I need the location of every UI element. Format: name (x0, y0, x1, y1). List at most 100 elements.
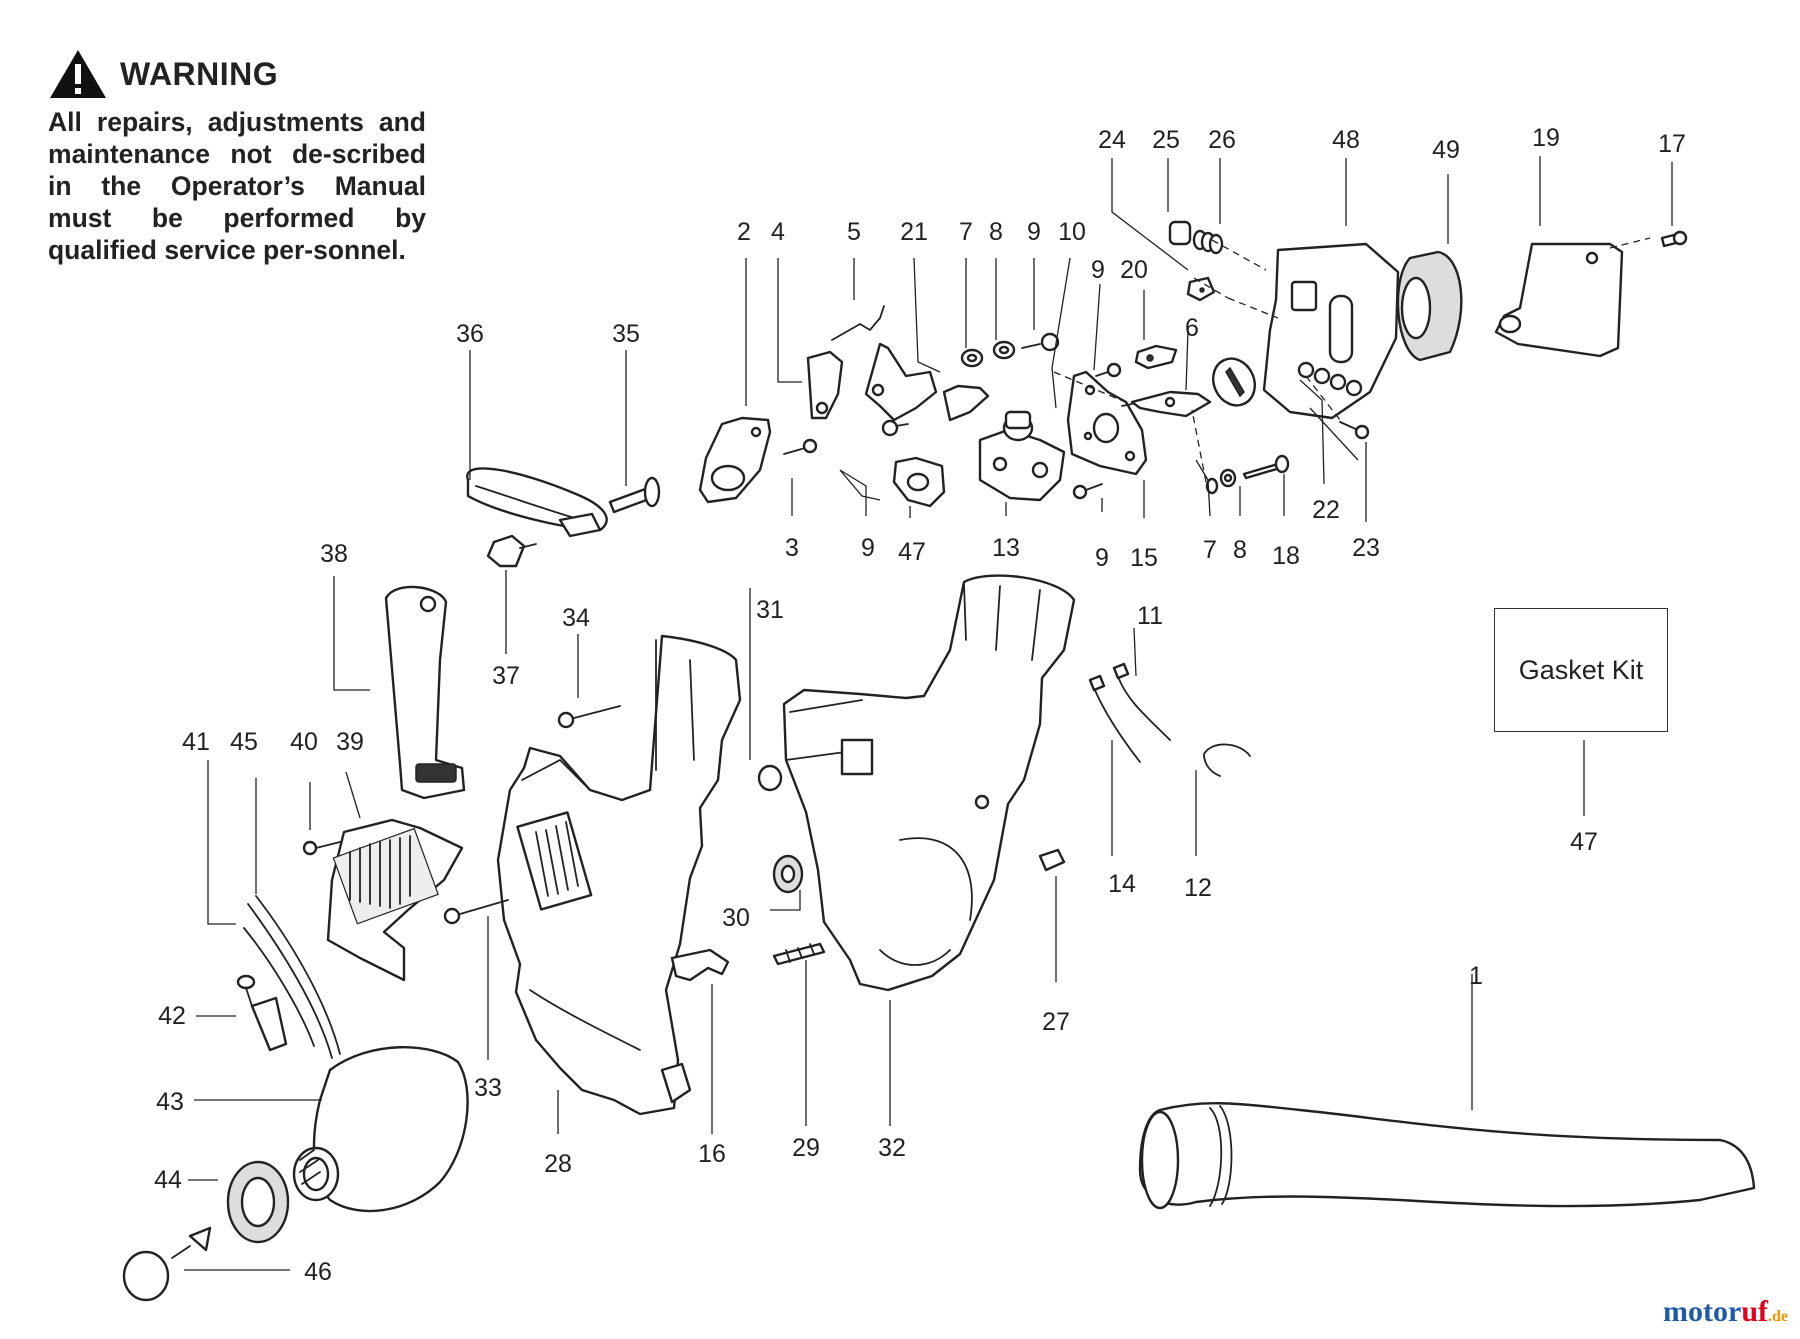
callout-11: 11 (1137, 602, 1163, 630)
callout-42: 42 (158, 1002, 186, 1030)
part-9-screw-a (881, 419, 909, 437)
part-26-spring (1192, 229, 1224, 255)
part-24-choke-knob (1186, 276, 1216, 302)
part-8-nut-b (1219, 468, 1237, 488)
part-31-grommet (757, 764, 783, 792)
callout-1: 1 (1469, 962, 1483, 990)
callout-43: 43 (156, 1088, 184, 1116)
part-19-filter-cover (1494, 242, 1624, 358)
part-8-nut-a (992, 340, 1016, 360)
part-9-screw-d (1072, 483, 1103, 500)
gasket-kit-label: Gasket Kit (1518, 655, 1644, 685)
part-17-screw (1660, 230, 1688, 248)
part-44-ring (226, 1160, 290, 1244)
part-3-screw (783, 438, 818, 455)
part-42-fuel-filter (236, 974, 288, 1052)
part-39-muffler-cover (326, 818, 464, 982)
callout-41: 41 (182, 728, 210, 756)
warning-notice: WARNING All repairs, adjustments and mai… (48, 48, 426, 266)
callout-34: 34 (562, 604, 590, 632)
callout-40: 40 (290, 728, 318, 756)
callout-36: 36 (456, 320, 484, 348)
callout-44: 44 (154, 1166, 182, 1194)
part-9-screw-c (1095, 362, 1122, 378)
callout-46: 46 (304, 1258, 332, 1286)
part-22-filter-base (1212, 357, 1256, 407)
part-18-bolt (1242, 454, 1290, 480)
part-27-grommet (1038, 848, 1066, 872)
part-28-housing (496, 634, 742, 1116)
callout-9d: 9 (1095, 544, 1109, 572)
part-5-rod (831, 305, 885, 341)
callout-23: 23 (1352, 534, 1380, 562)
callout-13: 13 (992, 534, 1020, 562)
part-25-cap (1168, 220, 1192, 246)
part-1-blower-tube (1138, 1102, 1756, 1210)
callout-20: 20 (1120, 256, 1148, 284)
part-11-wire (1112, 662, 1171, 741)
part-15-backplate (1066, 370, 1148, 476)
part-14-wire (1088, 674, 1141, 763)
warning-text: All repairs, adjustments and maintenance… (48, 107, 426, 265)
callout-8a: 8 (989, 218, 1003, 246)
part-6-choke-lever (1121, 390, 1212, 418)
part-41-fuel-line (243, 927, 315, 1047)
watermark-part-1: motor (1663, 1295, 1742, 1328)
callout-35: 35 (612, 320, 640, 348)
callout-14: 14 (1108, 870, 1136, 898)
part-7-washer-a (960, 348, 984, 368)
callout-25: 25 (1152, 126, 1180, 154)
callout-6: 6 (1185, 314, 1199, 342)
callout-18: 18 (1272, 542, 1300, 570)
callout-30: 30 (722, 904, 750, 932)
part-4-bracket (806, 350, 844, 420)
watermark-part-3: .de (1768, 1308, 1788, 1325)
callout-33: 33 (474, 1074, 502, 1102)
callout-5: 5 (847, 218, 861, 246)
warning-triangle-icon (50, 50, 106, 98)
callout-28: 28 (544, 1150, 572, 1178)
callout-24: 24 (1098, 126, 1126, 154)
part-23-screw (1339, 421, 1370, 440)
callout-21: 21 (900, 218, 928, 246)
callout-48: 48 (1332, 126, 1360, 154)
callout-2: 2 (737, 218, 751, 246)
callout-22: 22 (1312, 496, 1340, 524)
callout-31: 31 (756, 596, 784, 624)
callout-37: 37 (492, 662, 520, 690)
part-21-throttle-plate (864, 342, 938, 422)
callout-17: 17 (1658, 130, 1686, 158)
watermark-part-2: uf (1741, 1295, 1768, 1328)
part-33-screw (443, 899, 509, 925)
callout-7b: 7 (1203, 536, 1217, 564)
part-10-lever (942, 384, 990, 422)
part-36-strap (466, 467, 608, 538)
part-49-filter-element (1396, 250, 1463, 362)
leader-lines (184, 156, 1673, 1271)
part-38-handle (384, 585, 466, 800)
part-46-cap (122, 1226, 212, 1302)
part-29-pin (772, 942, 826, 966)
callout-16: 16 (698, 1140, 726, 1168)
part-47-gasket (892, 456, 946, 508)
part-34-screw (557, 705, 621, 729)
site-watermark: motoruf.de (1663, 1295, 1788, 1329)
part-48-filter-housing (1262, 242, 1400, 420)
callout-32: 32 (878, 1134, 906, 1162)
callout-27: 27 (1042, 1008, 1070, 1036)
part-43-fuel-tank (292, 1045, 469, 1213)
part-30-impeller-nut (772, 854, 804, 894)
part-16-clip (670, 948, 730, 982)
part-9-screw-b (1021, 332, 1060, 352)
callout-4: 4 (771, 218, 785, 246)
callout-38: 38 (320, 540, 348, 568)
callout-15: 15 (1130, 544, 1158, 572)
callout-26: 26 (1208, 126, 1236, 154)
callout-45: 45 (230, 728, 258, 756)
part-32-housing (782, 574, 1076, 992)
callout-7a: 7 (959, 218, 973, 246)
part-2-adapter (698, 416, 772, 504)
callout-29: 29 (792, 1134, 820, 1162)
